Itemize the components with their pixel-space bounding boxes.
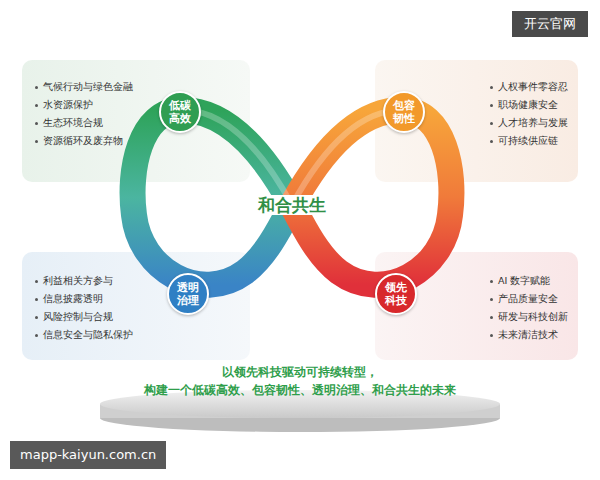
bullet-dot — [35, 122, 38, 125]
pillar-circle: 领先科技 — [375, 273, 417, 315]
topic-item: 资源循环及废弃物 — [35, 132, 133, 150]
bullet-dot — [490, 104, 493, 107]
topic-text: 风险控制与合规 — [43, 308, 113, 326]
bullet-dot — [35, 316, 38, 319]
watermark: mapp-kaiyun.com.cn — [10, 441, 166, 469]
slogan-line: 以领先科技驱动可持续转型， — [222, 365, 378, 379]
topic-text: AI 数字赋能 — [498, 272, 550, 290]
topic-text: 产品质量安全 — [498, 290, 558, 308]
topic-item: 可持续供应链 — [490, 132, 568, 150]
topic-item: 信息披露透明 — [35, 290, 133, 308]
topic-text: 研发与科技创新 — [498, 308, 568, 326]
topic-text: 利益相关方参与 — [43, 272, 113, 290]
pillar-name: 透明治理 — [176, 281, 199, 307]
topic-text: 人才培养与发展 — [498, 114, 568, 132]
pillar-circle: 透明治理 — [167, 273, 209, 315]
pillar-name: 包容韧性 — [392, 99, 415, 125]
bullet-dot — [35, 298, 38, 301]
pillar-name: 低碳高效 — [168, 99, 191, 125]
topic-text: 气候行动与绿色金融 — [43, 78, 133, 96]
topic-item: 产品质量安全 — [490, 290, 568, 308]
topic-text: 可持续供应链 — [498, 132, 558, 150]
pillar-circle: 包容韧性 — [383, 91, 425, 133]
topic-text: 职场健康安全 — [498, 96, 558, 114]
topic-item: 研发与科技创新 — [490, 308, 568, 326]
watermark: 开云官网 — [512, 11, 588, 37]
panel-background — [22, 252, 250, 360]
bullet-dot — [490, 86, 493, 89]
loop-shine — [182, 110, 292, 205]
pillar-name: 领先科技 — [384, 281, 407, 307]
topic-item: 生态环境合规 — [35, 114, 133, 132]
topic-text: 信息安全与隐私保护 — [43, 326, 133, 344]
bullet-dot — [35, 140, 38, 143]
slogan-line: 构建一个低碳高效、包容韧性、透明治理、和合共生的未来 — [144, 383, 456, 397]
topic-item: 风险控制与合规 — [35, 308, 133, 326]
panel-background — [375, 60, 578, 182]
topic-item: 职场健康安全 — [490, 96, 568, 114]
topic-list: 气候行动与绿色金融水资源保护生态环境合规资源循环及废弃物 — [35, 78, 133, 150]
topic-panel: 气候行动与绿色金融水资源保护生态环境合规资源循环及废弃物 — [22, 60, 250, 182]
topic-text: 人权事件零容忍 — [498, 78, 568, 96]
topic-item: 人权事件零容忍 — [490, 78, 568, 96]
bullet-dot — [490, 298, 493, 301]
topic-item: 未来清洁技术 — [490, 326, 568, 344]
topic-item: AI 数字赋能 — [490, 272, 568, 290]
topic-item: 气候行动与绿色金融 — [35, 78, 133, 96]
bullet-dot — [35, 280, 38, 283]
bullet-dot — [35, 104, 38, 107]
topic-list: 人权事件零容忍职场健康安全人才培养与发展可持续供应链 — [490, 78, 568, 150]
topic-item: 人才培养与发展 — [490, 114, 568, 132]
topic-list: AI 数字赋能产品质量安全研发与科技创新未来清洁技术 — [490, 272, 568, 344]
bullet-dot — [35, 86, 38, 89]
topic-text: 生态环境合规 — [43, 114, 103, 132]
bullet-dot — [490, 334, 493, 337]
center-title: 和合共生 — [255, 195, 329, 215]
topic-item: 水资源保护 — [35, 96, 133, 114]
pillar-circle: 低碳高效 — [159, 91, 201, 133]
bullet-dot — [490, 280, 493, 283]
bullet-dot — [490, 316, 493, 319]
bullet-dot — [490, 122, 493, 125]
topic-text: 资源循环及废弃物 — [43, 132, 123, 150]
bullet-dot — [35, 334, 38, 337]
topic-item: 信息安全与隐私保护 — [35, 326, 133, 344]
topic-panel: 利益相关方参与信息披露透明风险控制与合规信息安全与隐私保护 — [22, 252, 250, 360]
topic-list: 利益相关方参与信息披露透明风险控制与合规信息安全与隐私保护 — [35, 272, 133, 344]
loop-shine — [292, 110, 402, 205]
topic-text: 未来清洁技术 — [498, 326, 558, 344]
topic-text: 水资源保护 — [43, 96, 93, 114]
topic-item: 利益相关方参与 — [35, 272, 133, 290]
topic-text: 信息披露透明 — [43, 290, 103, 308]
bullet-dot — [490, 140, 493, 143]
